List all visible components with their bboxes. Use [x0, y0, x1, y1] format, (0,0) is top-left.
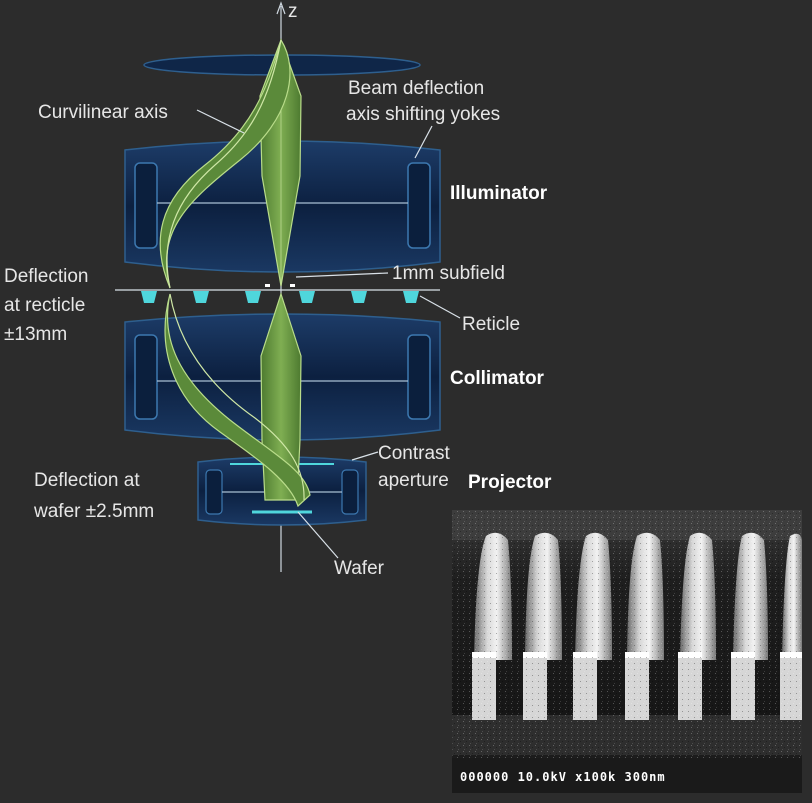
label-projector: Projector — [468, 472, 552, 493]
label-collimator: Collimator — [450, 368, 545, 389]
reticle-markers — [141, 291, 419, 303]
label-aperture: aperture — [378, 470, 449, 491]
label-deflection-reticle-3: ±13mm — [4, 324, 67, 345]
label-deflection-reticle-1: Deflection — [4, 266, 89, 287]
axis-arrow-icon — [276, 1, 286, 15]
label-subfield: 1mm subfield — [392, 263, 505, 284]
curvilinear-beam — [159, 38, 311, 508]
sem-micrograph: 000000 10.0kV x100k 300nm — [452, 510, 802, 793]
subfield-markers — [265, 284, 295, 287]
label-deflection-wafer-2: wafer ±2.5mm — [33, 501, 154, 522]
label-reticle: Reticle — [462, 314, 520, 335]
label-contrast: Contrast — [378, 443, 451, 464]
label-deflection-wafer-1: Deflection at — [34, 470, 140, 491]
label-beam-deflection: Beam deflection — [348, 78, 484, 99]
leader-lines — [196, 109, 461, 559]
axis-label: z — [288, 1, 298, 22]
label-illuminator: Illuminator — [450, 183, 548, 204]
label-wafer: Wafer — [334, 558, 385, 579]
label-deflection-reticle-2: at recticle — [4, 295, 85, 316]
sem-caption: 000000 10.0kV x100k 300nm — [460, 770, 666, 784]
label-curvilinear-axis: Curvilinear axis — [38, 102, 168, 123]
label-axis-shifting-yokes: axis shifting yokes — [346, 104, 500, 125]
